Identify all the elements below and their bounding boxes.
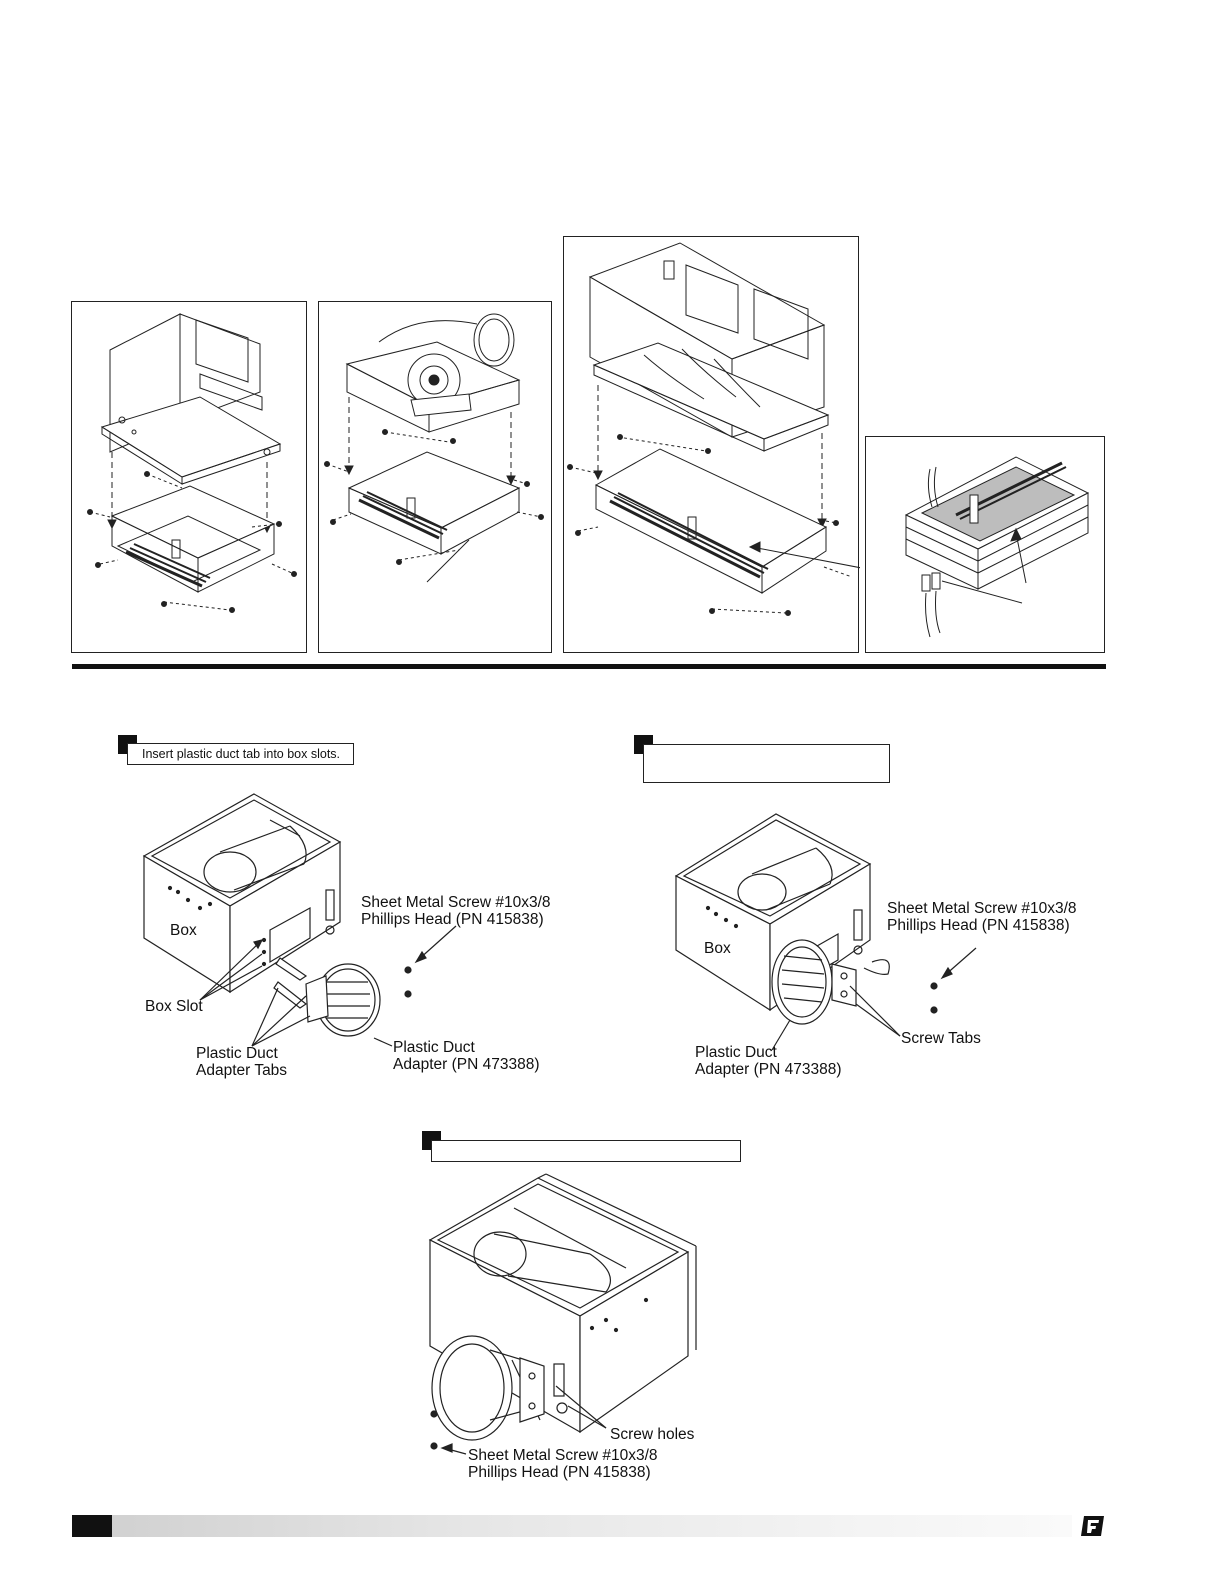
figure-3-screw-holes: Screw holes Sheet Metal Screw #10x3/8 Ph… [420, 1170, 720, 1490]
screw-tabs-label: Screw Tabs [901, 1030, 981, 1047]
step-1-text: Insert plastic duct tab into box slots. [142, 747, 341, 761]
adapter-tabs-label-line1: Plastic Duct [196, 1045, 278, 1062]
screw-label-line2: Phillips Head (PN 415838) [887, 917, 1070, 934]
figure-1-duct-adapter-insert: Box Box Slot Plastic Duct Adapter Tabs S… [130, 790, 551, 1090]
screw-label-line1: Sheet Metal Screw #10x3/8 [468, 1447, 658, 1464]
adapter-label-line1: Plastic Duct [695, 1044, 777, 1061]
screw-holes-label: Screw holes [610, 1426, 695, 1443]
brand-logo-icon [1080, 1513, 1106, 1539]
screw-label-line2: Phillips Head (PN 415838) [468, 1464, 651, 1481]
assembly-panel-3 [563, 236, 860, 653]
screw-label-line1: Sheet Metal Screw #10x3/8 [361, 894, 551, 911]
box-label: Box [704, 940, 731, 957]
assembly-panel-1 [71, 301, 307, 653]
screw-label-line1: Sheet Metal Screw #10x3/8 [887, 900, 1077, 917]
step-2-instruction-box [643, 744, 890, 783]
adapter-label-line2: Adapter (PN 473388) [393, 1056, 540, 1073]
assembly-panel-2 [318, 301, 552, 653]
step-3-instruction-box [431, 1140, 741, 1162]
box-label: Box [170, 922, 197, 939]
page-number-block [72, 1515, 112, 1537]
adapter-tabs-label-line2: Adapter Tabs [196, 1062, 288, 1079]
adapter-label-line1: Plastic Duct [393, 1039, 475, 1056]
footer-gradient-bar [72, 1515, 1072, 1537]
box-slot-label: Box Slot [145, 998, 203, 1015]
adapter-label-line2: Adapter (PN 473388) [695, 1061, 842, 1078]
assembly-panel-4 [865, 436, 1105, 653]
screw-label-line2: Phillips Head (PN 415838) [361, 911, 544, 928]
step-1-instruction-box: Insert plastic duct tab into box slots. [127, 743, 354, 765]
figure-2-screw-tabs: Box Sheet Metal Screw #10x3/8 Phillips H… [660, 810, 1080, 1090]
section-divider [72, 664, 1106, 669]
